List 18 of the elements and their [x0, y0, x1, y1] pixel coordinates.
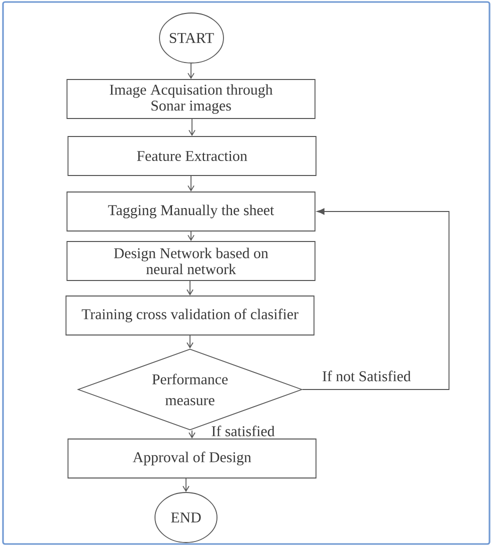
terminal-oval: START: [159, 12, 224, 64]
arrow: [182, 478, 190, 492]
arrow: [188, 231, 194, 242]
arrow: [186, 280, 194, 296]
terminal-oval: END: [154, 492, 218, 543]
arrow: [186, 335, 194, 349]
arrow: [188, 430, 196, 439]
process-box: Tagging Manually the sheet: [66, 192, 316, 232]
arrow: [188, 118, 196, 136]
arrow: [188, 176, 194, 192]
process-box: Approval of Design: [68, 438, 316, 478]
process-box: Image Acquisation through Sonar images: [66, 79, 316, 119]
arrow: [188, 63, 194, 80]
process-box: Feature Extraction: [68, 136, 316, 176]
arrow: [302, 208, 450, 390]
edge-label: If not Satisfied: [321, 370, 412, 382]
process-box: Training cross validation of clasifier: [66, 296, 314, 336]
process-box: Design Network based on neural network: [66, 241, 316, 281]
